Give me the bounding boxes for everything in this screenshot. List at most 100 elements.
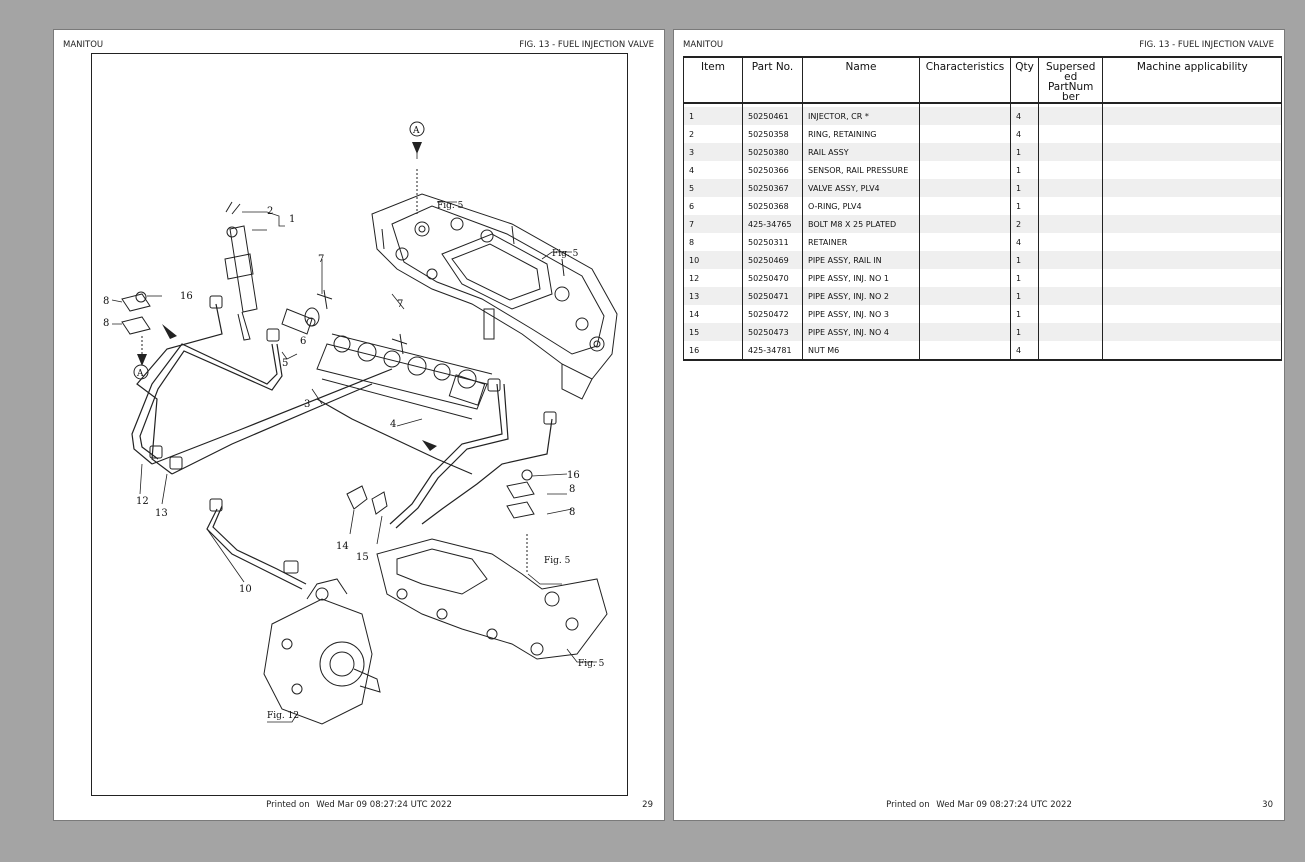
callout-16-a: 16: [180, 291, 193, 302]
callout-3: 3: [304, 399, 310, 410]
cell-item: 15: [683, 323, 743, 341]
cell-name: SENSOR, RAIL PRESSURE: [802, 161, 920, 179]
cell-part-no: 50250367: [742, 179, 803, 197]
cell-characteristics: [919, 107, 1011, 125]
cell-name: PIPE ASSY, INJ. NO 3: [802, 305, 920, 323]
cell-superseded: [1037, 323, 1104, 341]
injector-drawing: [224, 201, 258, 341]
table-header-row: Item Part No. Name Characteristics Qty S…: [683, 56, 1283, 104]
col-item: Item: [683, 56, 743, 104]
fuel-pipes-drawing: [131, 303, 553, 590]
callout-10: 10: [239, 584, 252, 595]
cell-characteristics: [919, 215, 1011, 233]
cell-item: 3: [683, 143, 743, 161]
cell-name: INJECTOR, CR *: [802, 107, 920, 125]
cell-characteristics: [919, 161, 1011, 179]
fuel-pump-drawing: [263, 578, 381, 725]
cell-machine-applicability: [1102, 341, 1283, 361]
cell-characteristics: [919, 197, 1011, 215]
rail-assembly-drawing: [281, 289, 493, 420]
parts-table: Item Part No. Name Characteristics Qty S…: [683, 56, 1283, 361]
cell-part-no: 50250473: [742, 323, 803, 341]
col-characteristics: Characteristics: [919, 56, 1011, 104]
cell-qty: 1: [1010, 179, 1039, 197]
printed-date: Wed Mar 09 08:27:24 UTC 2022: [936, 800, 1072, 810]
printed-label: Printed on: [886, 800, 930, 810]
callout-13: 13: [155, 508, 168, 519]
cell-characteristics: [919, 323, 1011, 341]
cell-machine-applicability: [1102, 323, 1283, 341]
callout-7-lower: 7: [397, 299, 403, 310]
cell-part-no: 50250461: [742, 107, 803, 125]
cell-part-no: 50250469: [742, 251, 803, 269]
cell-superseded: [1037, 269, 1104, 287]
fig5-ref-a: Fig. 5: [437, 201, 464, 211]
cell-superseded: [1037, 125, 1104, 143]
callout-8-b: 8: [103, 318, 109, 329]
callout-6: 6: [300, 336, 306, 347]
callout-8-c: 8: [569, 484, 575, 495]
cell-characteristics: [919, 125, 1011, 143]
cell-name: RING, RETAINING: [802, 125, 920, 143]
cell-part-no: 50250358: [742, 125, 803, 143]
callout-1: 1: [289, 214, 295, 225]
cell-part-no: 50250472: [742, 305, 803, 323]
cell-characteristics: [919, 233, 1011, 251]
cell-superseded: [1037, 161, 1104, 179]
cell-qty: 2: [1010, 215, 1039, 233]
cell-characteristics: [919, 341, 1011, 361]
cylinder-head-drawing: [371, 169, 618, 400]
cell-item: 4: [683, 161, 743, 179]
callout-2: 2: [267, 206, 273, 217]
cell-characteristics: [919, 269, 1011, 287]
cell-superseded: [1037, 179, 1104, 197]
fig5-ref-d: Fig. 5: [578, 659, 605, 669]
col-part-no: Part No.: [742, 56, 803, 104]
table-spacer: [683, 103, 1283, 107]
svg-text:A: A: [136, 369, 144, 379]
fig5-ref-b: Fig. 5: [552, 249, 579, 259]
callout-5: 5: [282, 358, 288, 369]
cell-item: 6: [683, 197, 743, 215]
cell-machine-applicability: [1102, 287, 1283, 305]
callout-4: 4: [390, 419, 396, 430]
cell-item: 2: [683, 125, 743, 143]
cell-machine-applicability: [1102, 107, 1283, 125]
printed-date: Wed Mar 09 08:27:24 UTC 2022: [316, 800, 452, 810]
printed-label: Printed on: [266, 800, 310, 810]
cell-superseded: [1037, 233, 1104, 251]
print-timestamp: Printed on Wed Mar 09 08:27:24 UTC 2022: [54, 800, 664, 810]
leader-lines: [111, 142, 597, 723]
cell-superseded: [1037, 341, 1104, 361]
ref-a-left: A: [133, 364, 149, 380]
cell-qty: 4: [1010, 107, 1039, 125]
cell-item: 8: [683, 233, 743, 251]
cell-qty: 1: [1010, 251, 1039, 269]
direction-arrows: [137, 142, 437, 451]
callout-12: 12: [136, 496, 149, 507]
cell-name: VALVE ASSY, PLV4: [802, 179, 920, 197]
cell-characteristics: [919, 287, 1011, 305]
figure-title: FIG. 13 - FUEL INJECTION VALVE: [1139, 40, 1274, 50]
cell-part-no: 50250470: [742, 269, 803, 287]
cell-machine-applicability: [1102, 179, 1283, 197]
cell-machine-applicability: [1102, 269, 1283, 287]
cell-qty: 1: [1010, 305, 1039, 323]
exploded-diagram: 2 1 7 7 8 8 16 5 6 3 4 12 13 14 15 10 16…: [91, 53, 628, 796]
cell-machine-applicability: [1102, 251, 1283, 269]
cell-superseded: [1037, 107, 1104, 125]
page-29: MANITOU FIG. 13 - FUEL INJECTION VALVE: [53, 29, 665, 821]
cell-name: NUT M6: [802, 341, 920, 361]
cell-characteristics: [919, 179, 1011, 197]
retainers-drawing: [121, 291, 535, 519]
